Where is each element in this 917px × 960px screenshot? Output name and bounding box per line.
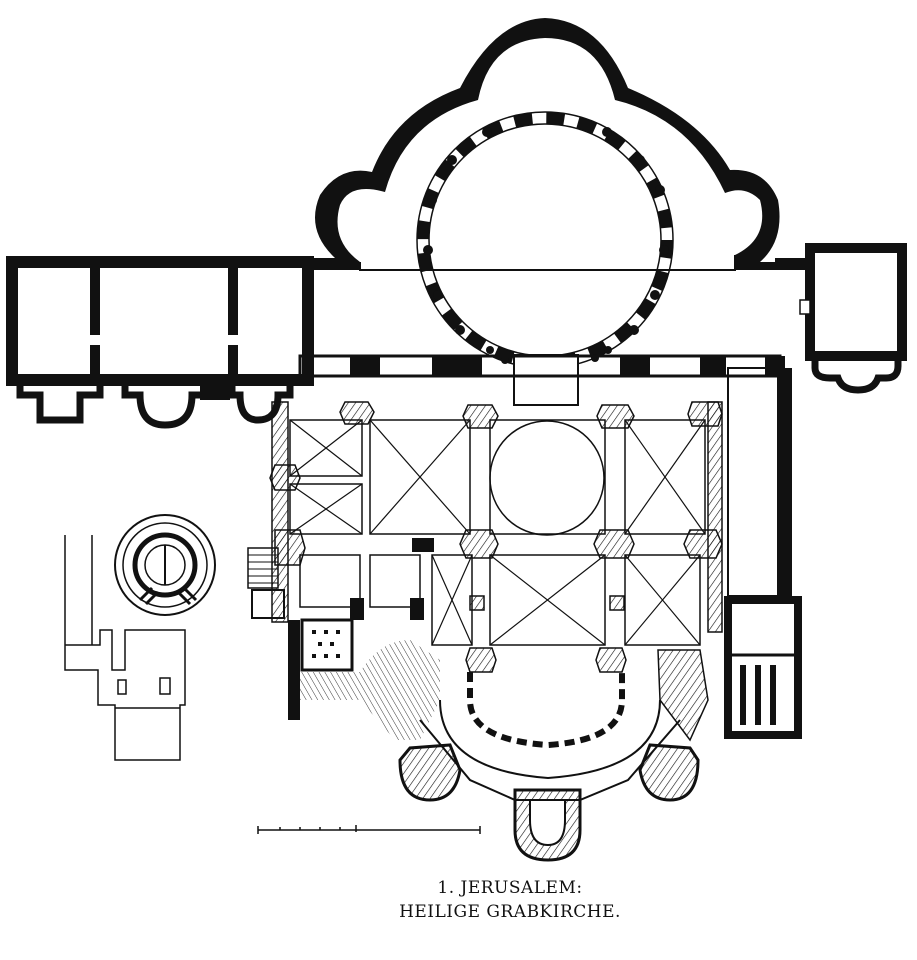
crossing-dome bbox=[489, 420, 605, 536]
rotunda-columns bbox=[423, 127, 669, 364]
piers bbox=[269, 401, 723, 673]
rotunda bbox=[305, 18, 790, 406]
scale-bar bbox=[257, 825, 481, 834]
inset-plan bbox=[64, 514, 216, 761]
rotunda-outer-wall bbox=[305, 18, 790, 270]
caption-subtitle: HEILIGE GRABKIRCHE. bbox=[399, 902, 621, 922]
basilica bbox=[247, 354, 785, 862]
east-corridor bbox=[724, 367, 802, 739]
dotted-chamber bbox=[300, 618, 354, 672]
rock-area bbox=[300, 640, 440, 740]
ambulatory bbox=[467, 672, 625, 749]
east-chapel bbox=[775, 243, 907, 394]
rotunda-inner-ring bbox=[417, 112, 673, 368]
caption-title: 1. JERUSALEM: bbox=[437, 878, 583, 898]
west-chapels bbox=[6, 256, 314, 429]
west-stairs bbox=[247, 547, 285, 619]
